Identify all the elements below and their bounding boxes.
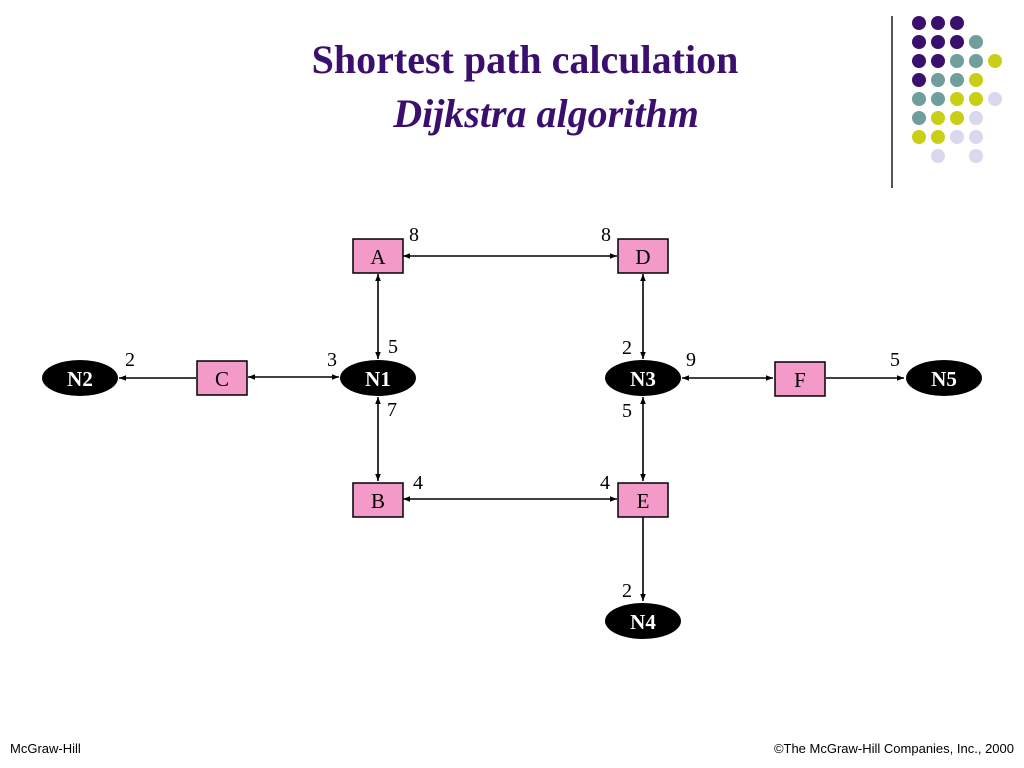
decorative-dot xyxy=(912,92,926,106)
weight-label: 5 xyxy=(890,349,900,371)
router-node-e-label: E xyxy=(637,489,650,513)
decorative-dot xyxy=(969,92,983,106)
network-node-n3: N3 xyxy=(605,360,681,396)
decorative-dot xyxy=(988,92,1002,106)
decorative-dot xyxy=(950,92,964,106)
decorative-dot xyxy=(912,35,926,49)
router-node-b: B xyxy=(352,482,404,518)
router-node-c-label: C xyxy=(215,367,229,391)
decorative-dot xyxy=(912,16,926,30)
decorative-dot xyxy=(950,35,964,49)
weight-label: 9 xyxy=(686,349,696,371)
network-node-n1-label: N1 xyxy=(365,367,391,391)
network-node-n2-label: N2 xyxy=(67,367,93,391)
network-node-n4: N4 xyxy=(605,603,681,639)
decorative-dot xyxy=(969,35,983,49)
weight-label: 8 xyxy=(409,224,419,246)
router-node-f: F xyxy=(774,361,826,397)
router-node-b-label: B xyxy=(371,489,385,513)
decorative-dot xyxy=(969,149,983,163)
weight-label: 2 xyxy=(125,349,135,371)
decorative-dot xyxy=(912,130,926,144)
decorative-dot xyxy=(969,130,983,144)
weight-label: 3 xyxy=(327,349,337,371)
weight-label: 4 xyxy=(413,472,423,494)
decorative-dot xyxy=(969,54,983,68)
router-node-a: A xyxy=(352,238,404,274)
decorative-dot xyxy=(931,111,945,125)
weight-label: 5 xyxy=(388,336,398,358)
weight-label: 8 xyxy=(601,224,611,246)
network-node-n4-label: N4 xyxy=(630,610,656,634)
decorative-dot xyxy=(912,54,926,68)
decorative-dot xyxy=(931,92,945,106)
footer-copyright: ©The McGraw-Hill Companies, Inc., 2000 xyxy=(773,741,1014,756)
decorative-dot xyxy=(950,111,964,125)
network-node-n3-label: N3 xyxy=(630,367,656,391)
slide-title: Shortest path calculation xyxy=(311,37,739,82)
decorative-divider xyxy=(891,16,893,188)
decorative-dot xyxy=(931,130,945,144)
decorative-dot xyxy=(950,54,964,68)
decorative-dot xyxy=(931,35,945,49)
decorative-dot xyxy=(931,54,945,68)
router-node-d: D xyxy=(617,238,669,274)
decorative-dot xyxy=(950,73,964,87)
router-node-f-label: F xyxy=(794,368,806,392)
decorative-dot xyxy=(912,73,926,87)
weight-label: 7 xyxy=(387,399,397,421)
weight-label: 4 xyxy=(600,472,610,494)
weight-label: 2 xyxy=(622,580,632,602)
decorative-dot xyxy=(931,73,945,87)
router-node-c: C xyxy=(196,360,248,396)
decorative-dot xyxy=(950,130,964,144)
router-node-d-label: D xyxy=(635,245,650,269)
network-node-n5-label: N5 xyxy=(931,367,957,391)
router-node-e: E xyxy=(617,482,669,518)
footer-publisher: McGraw-Hill xyxy=(10,741,81,756)
decorative-dot xyxy=(931,16,945,30)
decorative-dot xyxy=(969,73,983,87)
network-node-n2: N2 xyxy=(42,360,118,396)
decorative-dot xyxy=(969,111,983,125)
decorative-dot xyxy=(988,54,1002,68)
network-node-n1: N1 xyxy=(340,360,416,396)
decorative-dot xyxy=(931,149,945,163)
decorative-dot xyxy=(912,111,926,125)
decorative-dot xyxy=(950,16,964,30)
weight-label: 2 xyxy=(622,337,632,359)
network-node-n5: N5 xyxy=(906,360,982,396)
router-node-a-label: A xyxy=(370,245,386,269)
weight-label: 5 xyxy=(622,400,632,422)
slide-subtitle: Dijkstra algorithm xyxy=(393,91,699,136)
